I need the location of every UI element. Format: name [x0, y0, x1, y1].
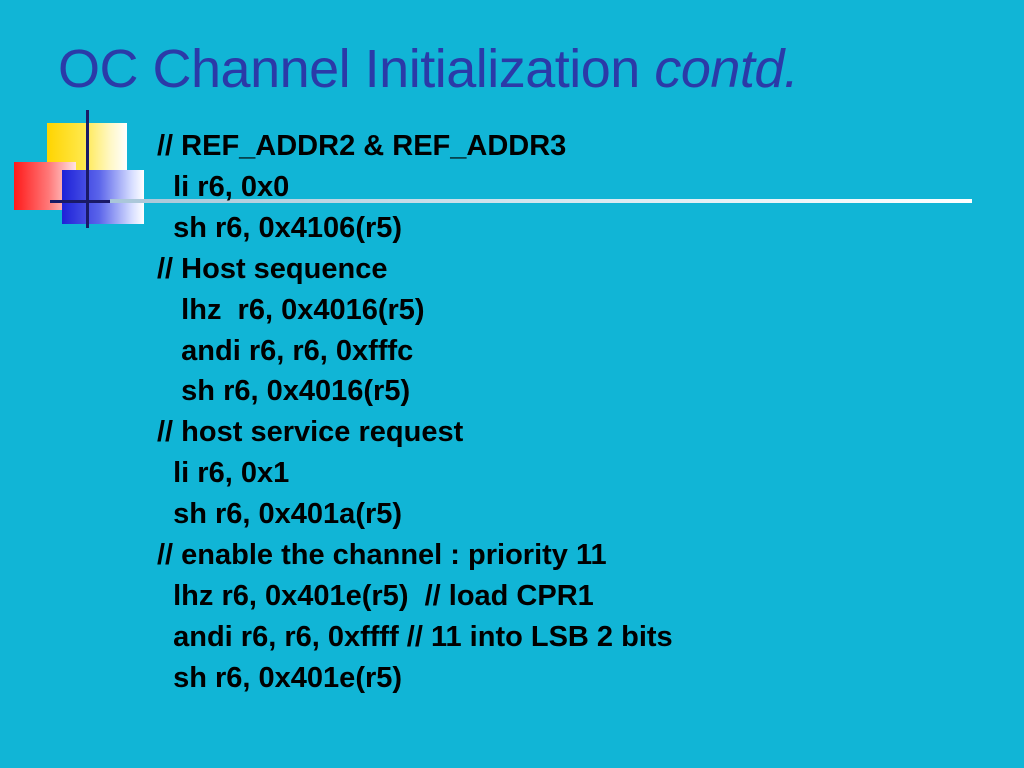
title-emphasis: contd.	[654, 39, 799, 99]
code-line: sh r6, 0x4016(r5)	[157, 375, 411, 408]
code-line: sh r6, 0x401a(r5)	[157, 498, 403, 531]
code-line: li r6, 0x1	[157, 457, 290, 490]
code-line: sh r6, 0x401e(r5)	[157, 661, 403, 694]
slide-title: OC Channel Initialization contd.	[58, 34, 799, 104]
title-divider-line	[110, 199, 972, 203]
decor-blue-square	[62, 170, 144, 224]
code-line: // Host sequence	[157, 252, 388, 285]
code-line: andi r6, r6, 0xffff // 11 into LSB 2 bit…	[157, 620, 673, 653]
code-line: sh r6, 0x4106(r5)	[157, 211, 403, 244]
code-line: // host service request	[157, 416, 464, 449]
code-line: lhz r6, 0x4016(r5)	[157, 293, 425, 326]
code-line: lhz r6, 0x401e(r5) // load CPR1	[157, 579, 594, 612]
decor-horizontal-line	[50, 200, 110, 203]
code-line: // REF_ADDR2 & REF_ADDR3	[157, 130, 567, 162]
code-listing: // REF_ADDR2 & REF_ADDR3 li r6, 0x0 sh r…	[157, 126, 673, 699]
code-line: li r6, 0x0	[157, 170, 290, 203]
title-main: OC Channel Initialization	[58, 39, 655, 99]
decor-vertical-line	[86, 110, 89, 228]
code-line: andi r6, r6, 0xfffc	[157, 334, 414, 367]
code-line: // enable the channel : priority 11	[157, 539, 607, 572]
